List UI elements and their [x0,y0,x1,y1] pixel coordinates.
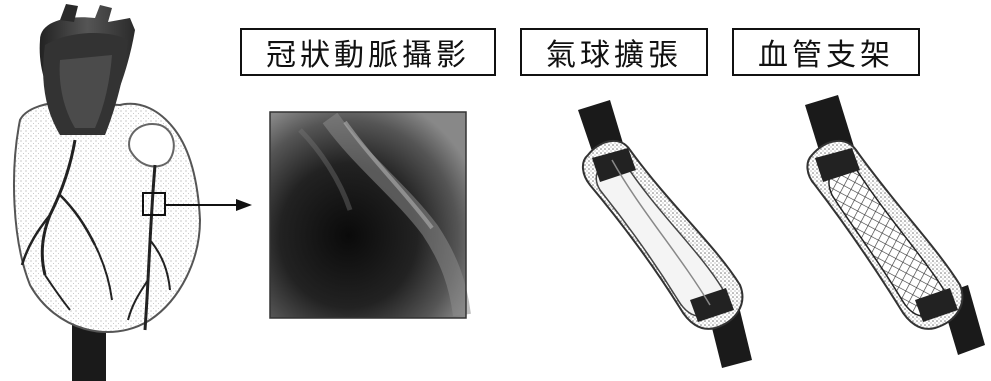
label-balloon-dilation: 氣球擴張 [520,28,708,76]
balloon-catheter-illustration [578,100,752,368]
arrow-right-icon [165,199,252,211]
stent-illustration [805,95,985,355]
label-stent: 血管支架 [732,28,920,76]
angiogram-image [269,111,471,319]
heart-illustration [13,4,202,381]
label-angiography: 冠狀動脈攝影 [240,28,496,76]
